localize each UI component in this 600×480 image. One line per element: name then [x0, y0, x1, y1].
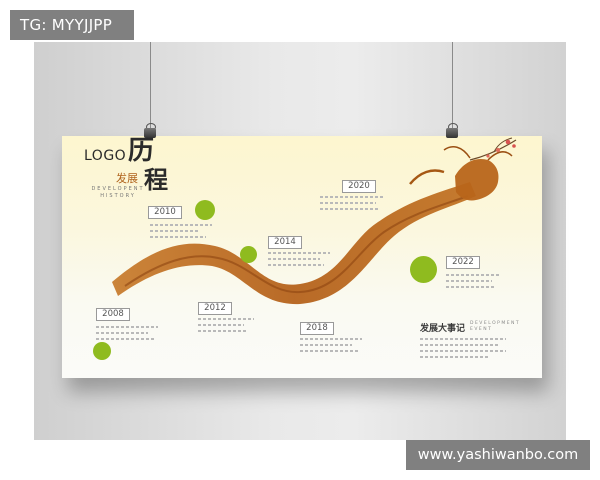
- events-title: 发展大事记: [420, 324, 466, 334]
- text-line: [300, 338, 362, 340]
- title-char-1: 历: [128, 136, 155, 166]
- green-dot: [195, 200, 215, 220]
- subtitle-en: DEVELOPENT HISTORY: [88, 186, 148, 200]
- clip-icon: [144, 128, 156, 138]
- text-line: [300, 344, 352, 346]
- events-title-en: DEVELOPMENT EVENT: [470, 321, 521, 333]
- year-label-2020: 2020: [342, 180, 376, 193]
- text-line: [420, 338, 506, 340]
- green-dot: [93, 342, 111, 360]
- year-label-2012: 2012: [198, 302, 232, 315]
- title-small: 发展: [116, 172, 138, 185]
- clip-icon: [446, 128, 458, 138]
- text-line: [420, 356, 490, 358]
- tag-label: TG: MYYJJPP: [10, 10, 134, 40]
- text-line: [420, 344, 500, 346]
- text-line: [420, 350, 506, 352]
- year-label-2008: 2008: [96, 308, 130, 321]
- subtitle-en-line-1: DEVELOPENT: [91, 186, 145, 192]
- text-line: [446, 280, 492, 282]
- dragon-whisker: [443, 145, 471, 159]
- text-line: [198, 330, 248, 332]
- year-label-2014: 2014: [268, 236, 302, 249]
- text-line: [446, 274, 500, 276]
- text-line: [446, 286, 496, 288]
- text-line: [320, 196, 384, 198]
- green-dot: [240, 246, 257, 263]
- year-label-2022: 2022: [446, 256, 480, 269]
- text-line: [96, 338, 154, 340]
- events-en-line-2: EVENT: [470, 327, 493, 332]
- events-en-line-1: DEVELOPMENT: [470, 321, 521, 326]
- text-line: [320, 202, 376, 204]
- green-dot: [410, 256, 437, 283]
- dragon-mane: [409, 169, 445, 185]
- text-line: [150, 224, 212, 226]
- text-line: [150, 230, 200, 232]
- year-label-2018: 2018: [300, 322, 334, 335]
- text-line: [198, 318, 254, 320]
- text-line: [300, 350, 358, 352]
- dragon-whisker: [487, 151, 513, 161]
- text-line: [96, 332, 148, 334]
- hanging-wire-left: [150, 42, 152, 128]
- subtitle-en-line-2: HISTORY: [100, 193, 136, 199]
- plum-blossom-illustration: [469, 137, 517, 161]
- dragon-body-stroke: [112, 182, 476, 305]
- title-char-2: 程: [144, 165, 168, 194]
- dragon-head: [455, 158, 499, 201]
- text-line: [268, 252, 330, 254]
- text-line: [96, 326, 158, 328]
- text-line: [150, 236, 206, 238]
- text-line: [198, 324, 244, 326]
- text-line: [268, 264, 324, 266]
- hanging-wire-right: [452, 42, 454, 128]
- logo-text: LOGO: [84, 148, 127, 164]
- text-line: [320, 208, 380, 210]
- year-label-2010: 2010: [148, 206, 182, 219]
- text-line: [268, 258, 320, 260]
- watermark-label: www.yashiwanbo.com: [406, 440, 590, 470]
- dragon-body-texture: [124, 195, 469, 294]
